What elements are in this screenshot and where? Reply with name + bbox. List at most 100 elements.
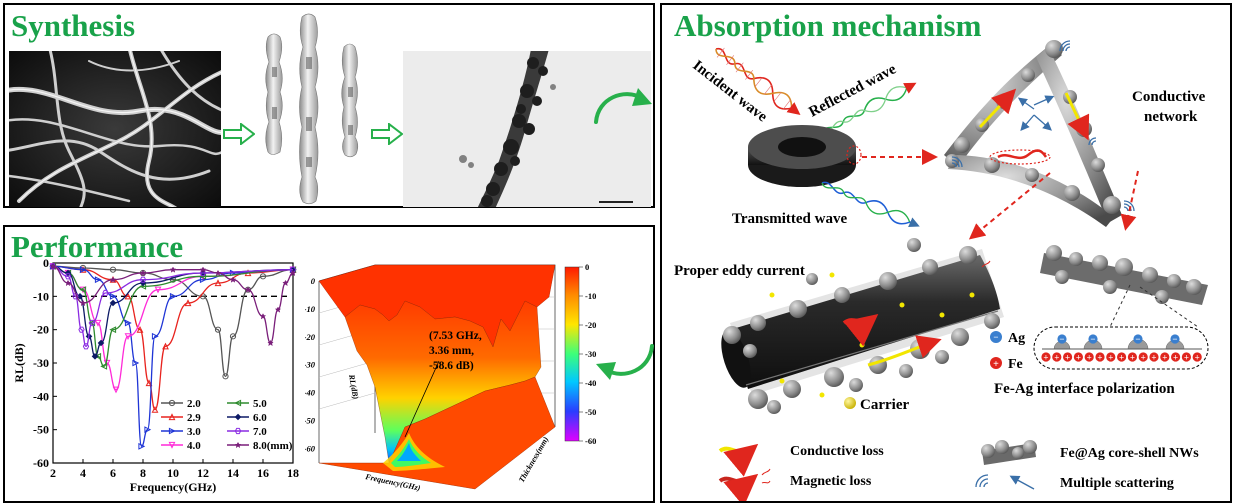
surface-z-tick-4: -40 [305, 388, 316, 398]
fe-charge-sign-3: + [1076, 353, 1081, 363]
cycle-arrow-top [594, 88, 652, 124]
legend-nws-label: Fe@Ag core-shell NWs [1060, 446, 1199, 461]
ag-charge-2 [1133, 334, 1143, 344]
fe-charge-sign-0: + [1043, 353, 1048, 363]
ag-legend-label: Ag [1008, 331, 1025, 346]
dashed-arrow-2 [968, 172, 1051, 240]
legend-marker-7 [234, 441, 242, 449]
fe-charge-sign-1: + [1054, 353, 1059, 363]
series-6-point-1 [64, 273, 72, 280]
fe-charge-sign-14: + [1195, 353, 1200, 363]
series-7-point-0 [49, 263, 57, 270]
series-7-point-4 [139, 269, 147, 277]
series-4-point-5 [100, 362, 108, 370]
legend-magnetic-loss: Magnetic loss [718, 468, 872, 501]
series-7-point-14 [289, 269, 297, 277]
ag-charge-sign-2: − [1135, 334, 1140, 344]
reflected-wave [821, 82, 917, 134]
fe-legend-label: Fe [1008, 357, 1023, 372]
conductive-network [944, 40, 1122, 227]
series-0-point-8 [229, 333, 237, 340]
surface-z-tick-5: -50 [305, 416, 316, 426]
colorbar-tick-label-4: -40 [585, 378, 596, 388]
fe-charge-3 [1073, 352, 1083, 362]
mechanism-panel: Absorption mechanism [660, 3, 1232, 503]
svg-text:+: + [993, 359, 999, 370]
fe-charge-10 [1149, 352, 1159, 362]
sem-image [9, 51, 221, 207]
legend-magnetic-loss-label: Magnetic loss [790, 474, 872, 489]
y-tick-label-1: -10 [33, 289, 49, 303]
fe-charge-sign-11: + [1162, 353, 1167, 363]
reflected-wave-label: Reflected wave [806, 61, 899, 120]
series-2-point-3 [109, 292, 117, 300]
series-5-point-2 [76, 293, 84, 300]
legend-marker-1 [234, 399, 242, 407]
legend-label-6: 4.0 [187, 440, 201, 452]
series-0-point-6 [214, 326, 222, 333]
annotation-line2: 3.36 mm, [429, 345, 474, 357]
series-7-point-13 [282, 279, 289, 287]
surface-z-tick-2: -20 [305, 332, 316, 342]
fe-charge-sign-10: + [1151, 353, 1156, 363]
series-1-point-3 [124, 292, 132, 300]
carrier-label: Carrier [860, 397, 909, 413]
legend-marker-5 [234, 427, 242, 435]
fe-charge-sign-4: + [1087, 353, 1092, 363]
surface-well [344, 300, 542, 464]
series-1-point-9 [214, 279, 222, 287]
series-2-point-9 [169, 292, 177, 300]
nanowire-renderings [265, 13, 359, 205]
series-6 [49, 263, 297, 350]
fe-charge-4 [1084, 352, 1094, 362]
series-line-4 [52, 265, 294, 367]
x-tick-label-0: 2 [50, 466, 56, 480]
series-3-point-5 [112, 386, 120, 394]
colorbar-tick-label-0: 0 [585, 262, 589, 272]
series-6-point-7 [139, 276, 147, 283]
ag-legend-icon [990, 331, 1002, 343]
y-tick-label-3: -30 [33, 356, 49, 370]
fe-charge-14 [1192, 352, 1202, 362]
series-0-point-10 [259, 273, 267, 280]
ag-charge-0 [1057, 334, 1067, 344]
series-4-point-4 [94, 352, 102, 360]
fe-charge-sign-12: + [1173, 353, 1178, 363]
y-tick-label-5: -50 [33, 423, 49, 437]
surface-z-tick-3: -30 [305, 360, 316, 370]
series-6-point-5 [88, 319, 96, 327]
series-0-point-7 [222, 373, 229, 380]
surface-z-tick-1: -10 [305, 304, 316, 314]
fe-charge-5 [1095, 352, 1105, 362]
ag-charges: −−−− [1057, 334, 1180, 344]
series-7-point-12 [274, 306, 282, 313]
series-2-point-7 [144, 426, 152, 434]
series-1-point-6 [151, 405, 159, 413]
carrier-icon [844, 397, 856, 409]
series-6-point-2 [72, 293, 79, 300]
fe-legend-icon [990, 357, 1002, 369]
fe-charge-7 [1117, 352, 1127, 362]
incident-wave [715, 47, 801, 115]
series-3-point-3 [94, 319, 102, 327]
surface-z-tick-0: 0 [311, 276, 316, 286]
y-tick-label-6: -60 [33, 456, 49, 470]
series-7-point-11 [267, 339, 274, 347]
synthesis-title: Synthesis [11, 8, 136, 43]
svg-text:−: − [993, 332, 998, 342]
synthesis-panel: Synthesis [3, 3, 655, 208]
surface-floor [318, 376, 556, 490]
rl-surface-chart: (7.53 GHz, 3.36 mm, -58.6 dB) 0-10-20-30… [305, 262, 596, 493]
legend-marker-0 [168, 399, 176, 407]
y-tick-label-4: -40 [33, 389, 49, 403]
interface-bumps [1053, 338, 1185, 350]
series-6-point-6 [102, 289, 109, 297]
series-6-point-4 [82, 343, 90, 350]
colorbar-tick-label-2: -20 [585, 320, 596, 330]
series-1-point-8 [184, 299, 192, 307]
legend-marker-2 [168, 413, 176, 421]
y-axis-label: RL(dB) [12, 343, 26, 382]
legend-label-7: 8.0(mm) [253, 440, 293, 452]
annotation-leader [404, 360, 440, 438]
interface-wire [1040, 245, 1208, 305]
